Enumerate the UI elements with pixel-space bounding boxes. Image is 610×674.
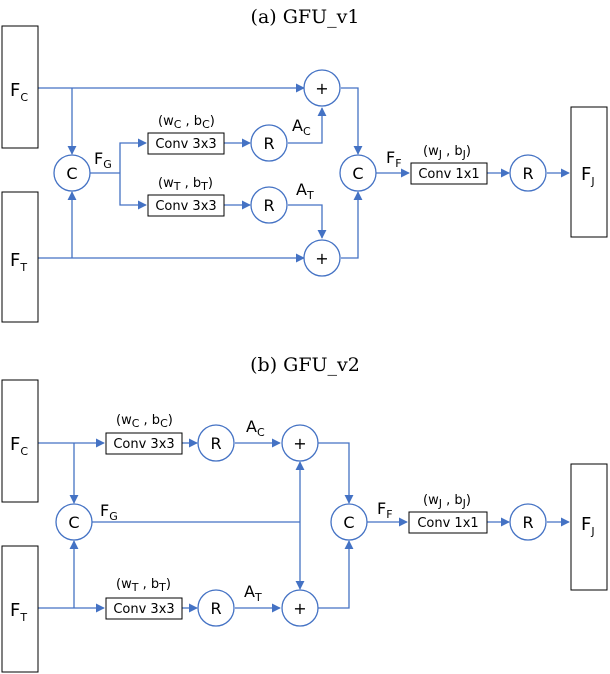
v1-fg-label: FG	[94, 149, 112, 171]
v1-conv-t-label: Conv 3x3	[155, 199, 216, 214]
v1-output-fj-block: FJ	[570, 106, 608, 238]
v1-plus-node-top: +	[303, 69, 341, 107]
v1-relu-node-j: R	[509, 154, 547, 192]
v1-fc-label: FC	[10, 80, 28, 104]
v2-plus-top-label: +	[293, 434, 306, 453]
v2-ff-label: FF	[377, 499, 393, 521]
v1-concat-node-2: C	[339, 154, 377, 192]
v2-relu-c-label: R	[210, 434, 221, 453]
v1-conv3x3-t: Conv 3x3	[147, 194, 225, 217]
v2-at-label: AT	[244, 582, 262, 604]
v1-relu-j-label: R	[522, 164, 533, 183]
v1-edges	[38, 83, 570, 263]
v2-fj-label: FJ	[581, 514, 595, 538]
v2-input-fc-block: FC	[1, 379, 39, 503]
v1-concat-2-label: C	[352, 164, 363, 183]
v1-params-j: (wJ , bJ)	[423, 144, 471, 161]
v2-plus-bottom-label: +	[293, 599, 306, 618]
v2-relu-node-c: R	[197, 424, 235, 462]
v1-conv-c-label: Conv 3x3	[155, 137, 216, 152]
v2-ft-label: FT	[10, 600, 27, 624]
edge-fg-to-conv-c	[119, 138, 147, 173]
v2-edge-plus-top-to-concat	[318, 442, 354, 504]
v2-concat-2-label: C	[343, 513, 354, 532]
v2-output-fj-block: FJ	[570, 463, 608, 591]
v1-fj-label: FJ	[581, 164, 595, 188]
v1-concat-node-1: C	[53, 154, 91, 192]
v1-params-c: (wC , bC)	[158, 114, 215, 131]
v1-relu-node-t: R	[250, 186, 288, 224]
v1-params-t: (wT , bT)	[158, 176, 213, 193]
v2-relu-t-label: R	[210, 599, 221, 618]
v2-concat-node-1: C	[55, 503, 93, 541]
v2-plus-node-top: +	[281, 424, 319, 462]
v1-conv1x1-j: Conv 1x1	[410, 162, 488, 185]
v1-ac-label: AC	[292, 116, 311, 138]
v1-plus-bottom-label: +	[315, 249, 328, 268]
v1-input-ft-block: FT	[1, 191, 39, 323]
edge-fg-to-conv-t	[119, 173, 147, 210]
v2-fc-label: FC	[10, 434, 28, 458]
edge-plus-bottom-to-concat	[341, 191, 363, 259]
v2-conv1x1-j: Conv 1x1	[408, 511, 488, 534]
v2-plus-node-bottom: +	[281, 589, 319, 627]
v1-relu-node-c: R	[250, 124, 288, 162]
v1-relu-c-label: R	[263, 134, 274, 153]
v1-conv-j-label: Conv 1x1	[418, 167, 479, 182]
v1-input-fc-block: FC	[1, 25, 39, 149]
v1-ff-label: FF	[386, 148, 402, 170]
v2-conv3x3-t: Conv 3x3	[105, 597, 183, 620]
v2-fg-label: FG	[100, 501, 118, 523]
v2-conv-t-label: Conv 3x3	[113, 602, 174, 617]
title-gfu-v1: (a) GFU_v1	[251, 6, 360, 28]
v2-conv-c-label: Conv 3x3	[113, 437, 174, 452]
v2-input-ft-block: FT	[1, 545, 39, 673]
v2-relu-j-label: R	[522, 513, 533, 532]
v1-plus-node-bottom: +	[303, 239, 341, 277]
v2-relu-node-j: R	[509, 503, 547, 541]
v1-concat-1-label: C	[66, 164, 77, 183]
v1-relu-t-label: R	[263, 196, 274, 215]
v2-ac-label: AC	[246, 417, 265, 439]
v2-params-j: (wJ , bJ)	[423, 493, 471, 510]
edge-plus-top-to-concat	[341, 87, 363, 155]
v2-concat-1-label: C	[68, 513, 79, 532]
v1-at-label: AT	[296, 180, 314, 202]
v2-params-t: (wT , bT)	[116, 577, 171, 594]
v2-params-c: (wC , bC)	[116, 413, 173, 430]
diagram-gfu-v2: (b) GFU_v2 FC FT	[1, 354, 608, 673]
title-gfu-v2: (b) GFU_v2	[250, 354, 360, 376]
edge-at-to-plus-bottom	[288, 204, 327, 239]
v2-edge-plus-bottom-to-concat	[318, 540, 354, 609]
v2-edges	[38, 438, 570, 613]
diagram-gfu-v1: (a) GFU_v1 FC FT	[1, 6, 608, 323]
v1-ft-label: FT	[10, 250, 27, 274]
edge-ac-to-plus-top	[288, 107, 327, 144]
v1-conv3x3-c: Conv 3x3	[147, 132, 225, 155]
v2-relu-node-t: R	[197, 589, 235, 627]
v2-conv3x3-c: Conv 3x3	[105, 432, 183, 455]
v2-conv-j-label: Conv 1x1	[417, 516, 478, 531]
v1-plus-top-label: +	[315, 79, 328, 98]
v2-concat-node-2: C	[330, 503, 368, 541]
